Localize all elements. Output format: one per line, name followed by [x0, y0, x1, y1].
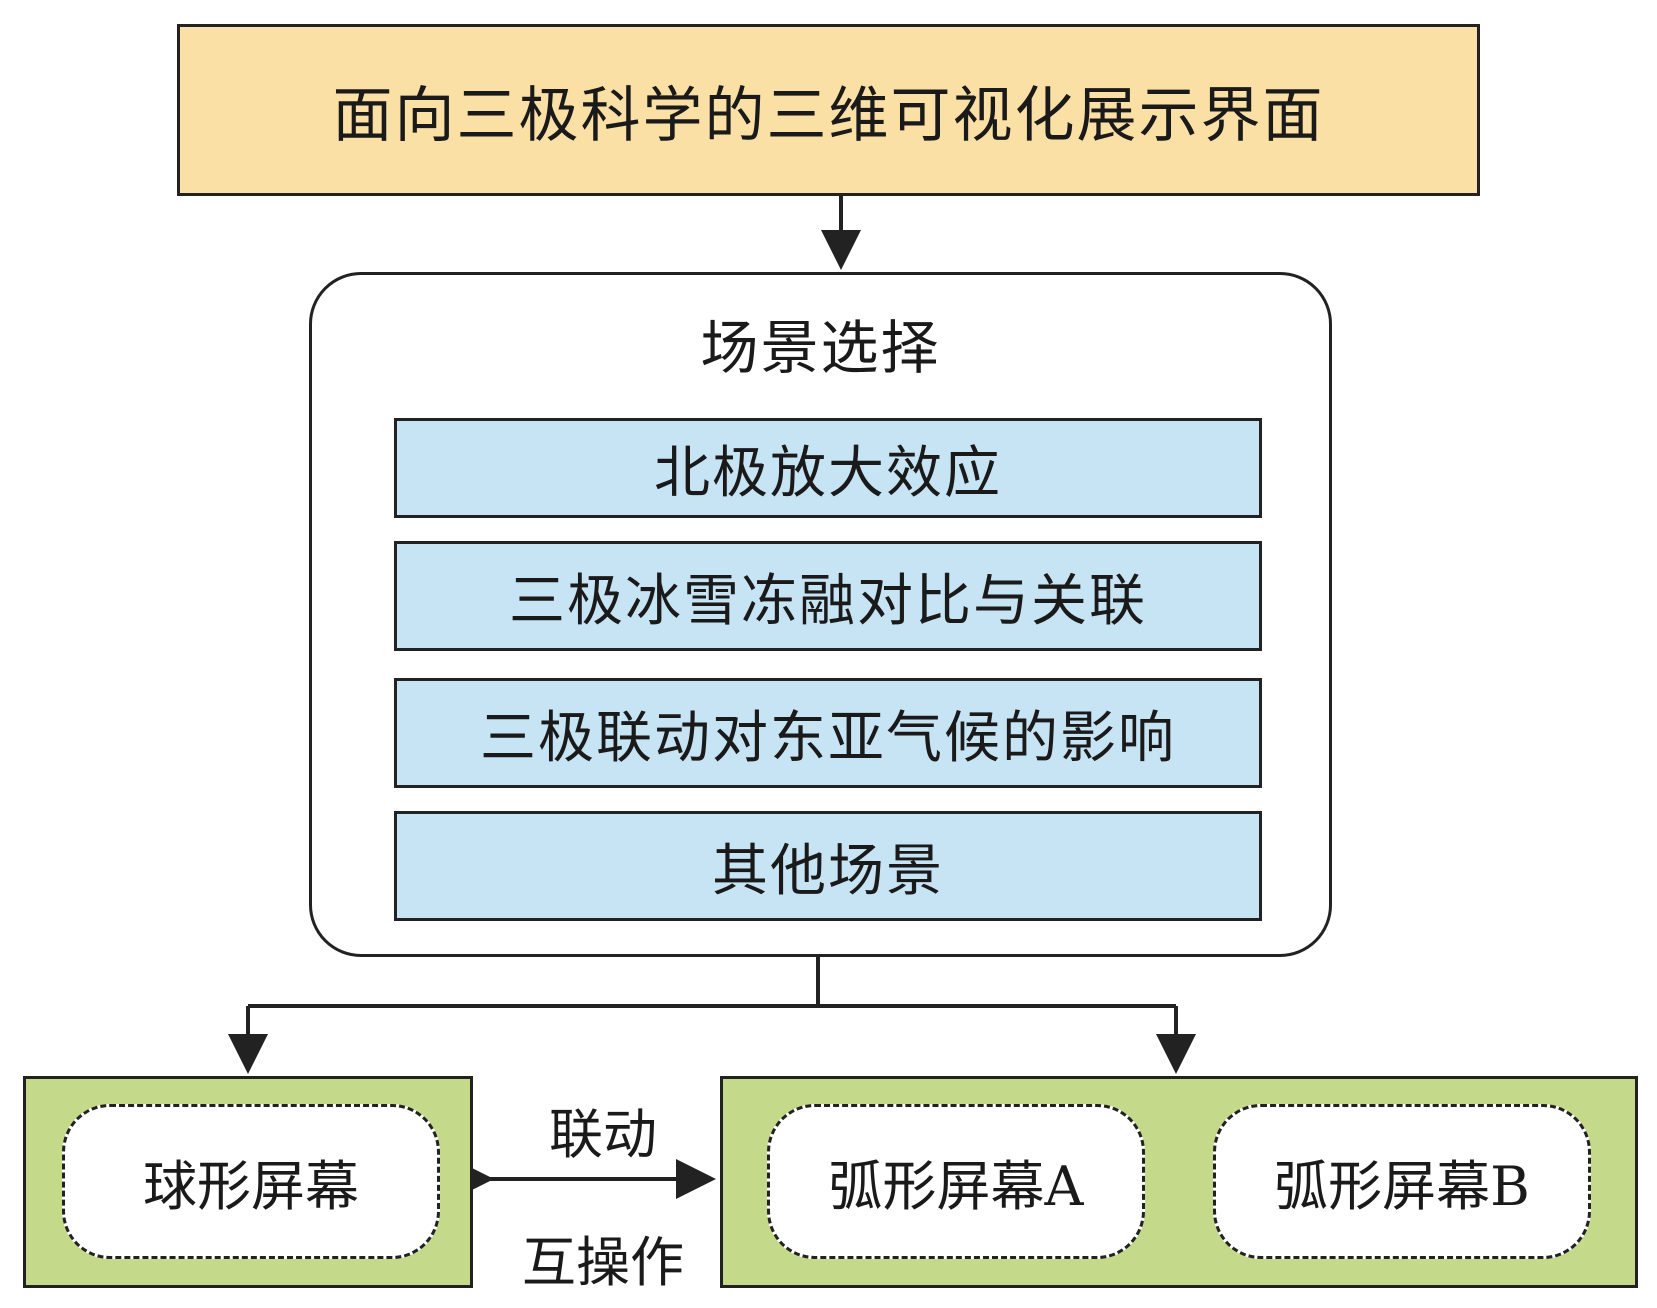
arc-screen-b[interactable]: 弧形屏幕B: [1213, 1104, 1591, 1259]
arc-screen-a[interactable]: 弧形屏幕A: [767, 1104, 1145, 1259]
scene-item-other[interactable]: 其他场景: [394, 811, 1262, 921]
sphere-screen-label: 球形屏幕: [143, 1155, 359, 1218]
link-label-interoperation: 互操作: [522, 1231, 684, 1294]
scene-selection-title: 场景选择: [700, 314, 941, 382]
scene-item-cryosphere-comparison[interactable]: 三极冰雪冻融对比与关联: [394, 541, 1262, 651]
scene-item-arctic-amplification[interactable]: 北极放大效应: [394, 418, 1262, 518]
scene-item-label: 其他场景: [712, 838, 944, 904]
header-title: 面向三极科学的三维可视化展示界面: [332, 80, 1325, 151]
scene-item-east-asia-climate[interactable]: 三极联动对东亚气候的影响: [394, 678, 1262, 788]
link-label-linkage: 联动: [549, 1103, 657, 1166]
arc-screen-a-label: 弧形屏幕A: [828, 1155, 1084, 1218]
scene-item-label: 北极放大效应: [654, 440, 1002, 506]
scene-item-label: 三极冰雪冻融对比与关联: [509, 568, 1147, 634]
arc-screen-b-label: 弧形屏幕B: [1274, 1155, 1530, 1218]
scene-item-label: 三极联动对东亚气候的影响: [480, 705, 1176, 771]
header-box: 面向三极科学的三维可视化展示界面: [177, 24, 1480, 196]
sphere-screen[interactable]: 球形屏幕: [62, 1104, 440, 1259]
